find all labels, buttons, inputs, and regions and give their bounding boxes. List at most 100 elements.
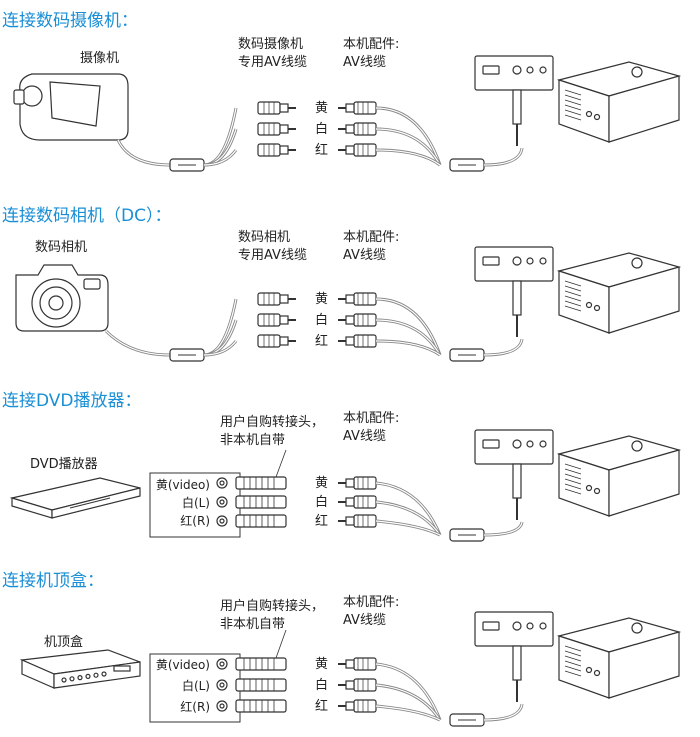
color-label-red: 红 <box>315 513 328 529</box>
labels-group: 机顶盒 用户自购转接头， 非本机自带 本机配件: AV线缆 黄(video) 白… <box>44 595 399 714</box>
color-label-red: 红 <box>315 333 328 349</box>
av-jack-plug <box>512 89 522 125</box>
projector-lens-icon <box>631 440 643 452</box>
vga-port-icon <box>482 65 500 75</box>
av-jack-plug <box>512 645 522 681</box>
cable-line <box>483 521 524 537</box>
rca-plug-sleeve <box>345 659 355 669</box>
cable-line-highlight <box>483 521 523 536</box>
projector-lens-icon <box>631 257 643 269</box>
stb-display <box>113 665 131 672</box>
rca-plug-sleeve <box>279 124 289 134</box>
label-leader-line <box>275 629 287 659</box>
audio-port-icon <box>526 66 534 74</box>
projector-vent <box>564 670 582 677</box>
projector-port-dot <box>593 487 601 495</box>
projector-port-dot <box>585 666 593 674</box>
section-title: 连接机顶盒： <box>2 571 104 591</box>
port-label-video: 黄(video) <box>156 658 210 672</box>
projector-vent <box>564 290 582 297</box>
rca-plug-body <box>353 334 377 348</box>
adapter-plug-body <box>235 678 287 692</box>
rca-plug-body <box>353 699 377 713</box>
section-camcorder: 连接数码摄像机： 摄像机 数码摄像机 专用AV线缆 本机配件: AV线缆 黄 白… <box>0 0 700 195</box>
cable-line-highlight <box>375 149 441 166</box>
projector-side <box>608 75 680 143</box>
stb-button-icon <box>93 672 99 678</box>
rca-plug-sleeve <box>345 680 355 690</box>
color-label-yellow: 黄 <box>315 657 328 672</box>
cable-label-line1: 用户自购转接头， <box>220 414 324 430</box>
accessory-label-line2: AV线缆 <box>343 612 386 628</box>
device-group <box>13 73 129 141</box>
section-set-top-box: 连接机顶盒： 机顶盒 用户自购转接头， 非本机自带 本机配件: AV线缆 黄(v… <box>0 560 700 737</box>
vga-port-icon <box>482 439 500 449</box>
vga-port-icon <box>482 256 500 266</box>
projector-side <box>608 266 680 334</box>
rca-plug-body <box>353 143 377 157</box>
rca-plug-body <box>353 292 377 306</box>
projector-port-dot <box>585 301 593 309</box>
rca-plug-sleeve <box>345 701 355 711</box>
projector-port-dot <box>585 484 593 492</box>
label-leader-line <box>275 449 287 478</box>
rca-plug-sleeve <box>279 336 289 346</box>
cable-group <box>149 611 682 727</box>
audio-port-icon <box>526 622 534 630</box>
av-port-icon <box>512 65 522 75</box>
accessory-label-line1: 本机配件: <box>343 411 399 426</box>
projector-vent <box>564 114 582 121</box>
adapter-plug-body <box>235 657 287 671</box>
section-camera: 连接数码相机（DC）： 数码相机 数码相机 专用AV线缆 本机配件: AV线缆 … <box>0 195 700 380</box>
av-port-icon <box>512 439 522 449</box>
projector-lens-icon <box>631 622 643 634</box>
accessory-label-line2: AV线缆 <box>343 428 386 444</box>
cable-line <box>483 703 524 722</box>
port-label-video: 黄(video) <box>156 478 210 492</box>
cable-line-highlight <box>375 340 441 356</box>
cable-line <box>483 147 524 167</box>
rca-plug-sleeve <box>279 145 289 155</box>
cable-line-highlight <box>375 107 441 166</box>
accessory-label-line1: 本机配件: <box>343 37 399 52</box>
stb-button-icon <box>101 671 107 677</box>
cable-line-highlight <box>203 149 237 166</box>
cable-line-highlight <box>483 703 523 721</box>
rca-plug-sleeve <box>345 336 355 346</box>
cable-line-highlight <box>375 319 441 356</box>
adapter-plug-body <box>235 514 287 528</box>
projector-port-dot <box>585 110 593 118</box>
projector-side <box>608 449 680 517</box>
projector-vent <box>564 473 582 480</box>
color-label-white: 白 <box>315 677 328 693</box>
cable-line-highlight <box>483 338 523 356</box>
section-title: 连接数码相机（DC）： <box>2 206 172 226</box>
labels-group: 数码相机 数码相机 专用AV线缆 本机配件: AV线缆 黄 白 红 <box>35 230 399 349</box>
cable-label-line1: 数码相机 <box>238 230 290 245</box>
projector-vent <box>564 94 582 101</box>
rca-plug-sleeve <box>279 315 289 325</box>
rca-plug-body <box>353 101 377 115</box>
accessory-label-line1: 本机配件: <box>343 595 399 610</box>
projector-vent <box>564 280 582 287</box>
dc-port-icon <box>539 257 547 265</box>
camcorder-lens-icon <box>21 85 43 107</box>
cable-label-line1: 数码摄像机 <box>238 37 303 52</box>
cable-line-highlight <box>117 139 171 166</box>
rca-plug-sleeve <box>345 124 355 134</box>
dc-port-icon <box>539 440 547 448</box>
color-label-yellow: 黄 <box>315 476 328 491</box>
projector-vent <box>564 488 582 495</box>
cable-line <box>203 128 238 167</box>
rca-plug-body <box>353 476 377 490</box>
device-group <box>9 477 141 519</box>
dc-port-icon <box>539 66 547 74</box>
rca-plug-body <box>353 495 377 509</box>
rca-plug-body <box>353 122 377 136</box>
section-drawing: 机顶盒 用户自购转接头， 非本机自带 本机配件: AV线缆 黄(video) 白… <box>19 595 682 727</box>
dc-port-icon <box>539 622 547 630</box>
rca-plug-body <box>353 657 377 671</box>
color-label-red: 红 <box>315 142 328 158</box>
adapter-plug-body <box>235 699 287 713</box>
